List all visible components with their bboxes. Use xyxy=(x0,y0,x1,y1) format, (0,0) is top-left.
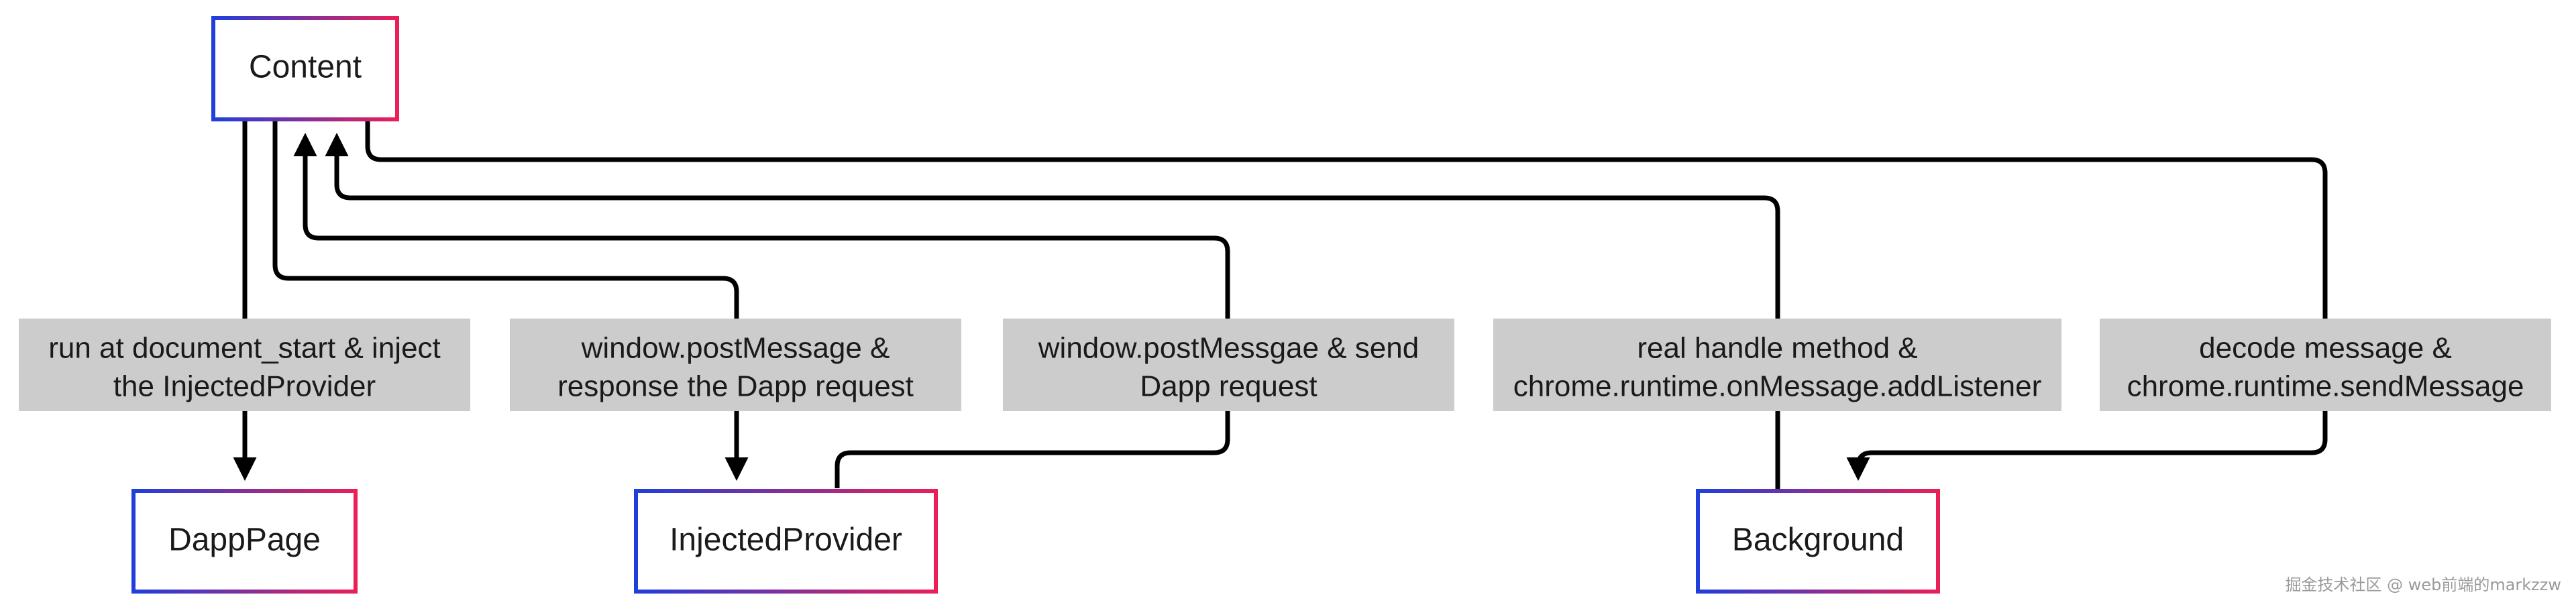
node-content[interactable]: Content xyxy=(211,16,399,121)
nodes: Content DappPage InjectedProvider Backgr… xyxy=(131,16,1940,594)
edge-label-line: run at document_start & inject xyxy=(48,332,441,365)
node-injectedprovider[interactable]: InjectedProvider xyxy=(634,489,938,594)
edge-label-line: the InjectedProvider xyxy=(113,370,376,403)
edge-content-to-injectedprovider xyxy=(272,119,749,481)
edge-injectedprovider-to-content xyxy=(293,133,1230,488)
edge-label-line: chrome.runtime.sendMessage xyxy=(2127,370,2524,403)
node-dapppage[interactable]: DappPage xyxy=(131,489,358,594)
edge-background-to-content xyxy=(325,133,1780,491)
edge-label-line: real handle method & xyxy=(1637,332,1917,365)
edge-content-to-background xyxy=(365,119,2328,481)
node-content-label: Content xyxy=(249,50,362,85)
connectors xyxy=(233,119,2328,491)
edge-label-line: response the Dapp request xyxy=(557,370,914,403)
node-background-label: Background xyxy=(1732,522,1904,558)
edge-label-line: decode message & xyxy=(2199,332,2452,365)
node-background[interactable]: Background xyxy=(1696,489,1940,594)
edge-label-window-post-send: window.postMessgae & send Dapp request xyxy=(1003,319,1454,411)
edge-labels: run at document_start & inject the Injec… xyxy=(19,319,2551,411)
edge-label-line: chrome.runtime.onMessage.addListener xyxy=(1513,370,2042,403)
node-dapppage-label: DappPage xyxy=(168,522,321,558)
edge-label-run-at-start: run at document_start & inject the Injec… xyxy=(19,319,470,411)
edge-label-line: window.postMessage & xyxy=(581,332,890,365)
edge-label-window-post-response: window.postMessage & response the Dapp r… xyxy=(510,319,961,411)
edge-label-real-handle: real handle method & chrome.runtime.onMe… xyxy=(1493,319,2061,411)
edge-label-decode-message: decode message & chrome.runtime.sendMess… xyxy=(2100,319,2551,411)
edge-label-line: window.postMessgae & send xyxy=(1038,332,1419,365)
node-injectedprovider-label: InjectedProvider xyxy=(669,522,902,558)
watermark-text: 掘金技术社区 @ web前端的markzzw xyxy=(2285,575,2561,594)
edge-label-line: Dapp request xyxy=(1140,370,1317,403)
